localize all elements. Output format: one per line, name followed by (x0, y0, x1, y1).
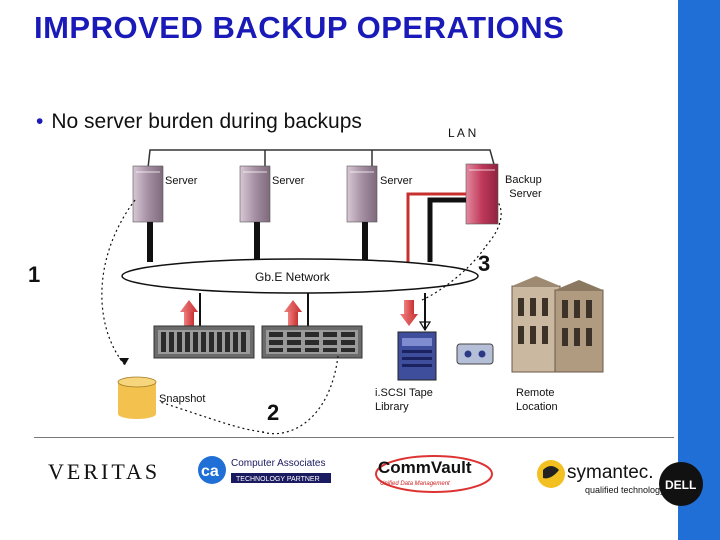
snapshot-icon (117, 376, 157, 419)
network-label: Gb.E Network (255, 270, 330, 284)
server-label: Server (380, 175, 413, 187)
symantec-logo: symantec. qualified technology (537, 460, 665, 495)
server-icon (346, 165, 378, 223)
svg-text:Unified Data Management: Unified Data Management (380, 481, 450, 487)
page-title: IMPROVED BACKUP OPERATIONS (34, 10, 565, 45)
step-number: 2 (267, 400, 280, 425)
up-arrow-icon (284, 300, 302, 328)
remote-location-label-line2: Location (516, 401, 558, 413)
arrow-head-icon (119, 358, 129, 365)
svg-text:DELL: DELL (665, 478, 696, 492)
dell-logo: DELL (659, 462, 703, 506)
bullet-text: No server burden during backups (51, 110, 362, 133)
svg-text:qualified technology: qualified technology (585, 485, 665, 495)
divider (34, 437, 674, 438)
commvault-logo: CommVault Unified Data Management (375, 455, 493, 493)
svg-text:CommVault: CommVault (378, 458, 472, 477)
svg-text:Computer Associates: Computer Associates (231, 458, 326, 469)
lan-label: L A N (448, 126, 477, 140)
ca-logo: ca Computer Associates TECHNOLOGY PARTNE… (198, 456, 331, 484)
tape-library-label: i.SCSI Tape Library (375, 386, 433, 414)
snapshot-label: Snapshot (159, 393, 206, 405)
server-label: Server (165, 175, 198, 187)
svg-text:TECHNOLOGY PARTNER: TECHNOLOGY PARTNER (236, 476, 320, 483)
backup-server-icon (465, 163, 499, 225)
svg-text:VERITAS: VERITAS (48, 459, 160, 484)
server-icon (132, 165, 164, 223)
lan-line (147, 149, 496, 169)
backup-cables (406, 192, 466, 262)
backup-server-label-line2: Server (509, 188, 542, 200)
remote-location-label-line1: Remote (516, 387, 555, 399)
disk-array-icon (261, 325, 363, 359)
server-icon (239, 165, 271, 223)
tape-library-icon (397, 331, 437, 381)
down-arrow-icon (400, 300, 418, 326)
bullet-icon: • (36, 110, 44, 133)
server-cables (147, 222, 368, 262)
disk-array-icon (153, 325, 255, 359)
step-number: 1 (28, 262, 41, 287)
step-number: 3 (478, 251, 491, 276)
svg-text:symantec.: symantec. (567, 462, 654, 483)
remote-location-label: Remote Location (516, 386, 558, 414)
svg-text:ca: ca (201, 463, 219, 480)
bullet-point: • No server burden during backups (36, 110, 362, 134)
up-arrow-icon (180, 300, 198, 328)
veritas-logo: VERITAS (48, 459, 160, 484)
connector-triangle-icon (418, 321, 432, 332)
tape-library-label-line2: Library (375, 401, 409, 413)
network-ellipse (121, 258, 479, 294)
remote-location-icon (511, 276, 604, 373)
tape-library-label-line1: i.SCSI Tape (375, 387, 433, 399)
backup-server-label-line1: Backup (505, 174, 542, 186)
tape-cartridge-icon (456, 343, 494, 365)
backup-server-label: Backup Server (505, 173, 542, 201)
data-flow-arrows (101, 199, 502, 435)
accent-bar (678, 0, 720, 540)
storage-cables (199, 293, 426, 330)
server-label: Server (272, 175, 305, 187)
